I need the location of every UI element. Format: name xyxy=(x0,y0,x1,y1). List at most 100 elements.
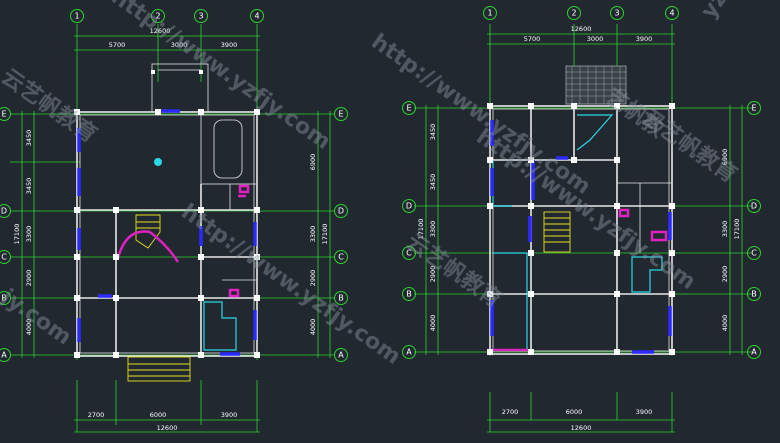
dim-left-total: 17100 xyxy=(13,224,21,245)
axis-bubble-right-b: B xyxy=(334,291,348,305)
svg-text:2: 2 xyxy=(155,12,160,21)
dim-top-3: 3900 xyxy=(221,41,238,49)
dim-bottom-2: 6000 xyxy=(150,411,167,419)
floor-plan-right: 1 2 3 4 E D C B A E D C B A 12600 5700 3… xyxy=(402,6,761,433)
axis-bubble-top-2: 2 xyxy=(151,9,165,23)
dim-left-3: 3300 xyxy=(25,226,33,243)
axis-bubble-left-d: D xyxy=(402,199,416,213)
svg-text:D: D xyxy=(1,207,7,216)
watermark-corner: jy.com xyxy=(0,284,76,351)
svg-text:B: B xyxy=(406,290,412,299)
svg-text:A: A xyxy=(338,351,344,360)
axis-bubble-right-d: D xyxy=(334,204,348,218)
dim-right-4: 4000 xyxy=(721,315,729,332)
watermark-url-lower-right: http://www.yzfjy.com xyxy=(472,124,700,294)
watermark-url-center: http://www.yzfjy.com xyxy=(177,199,405,369)
axis-bubble-top-4: 4 xyxy=(665,6,679,20)
axis-bubble-top-1: 1 xyxy=(483,6,497,20)
axis-bubble-right-a: A xyxy=(747,345,761,359)
dim-bottom-2: 6000 xyxy=(566,408,583,416)
svg-text:3: 3 xyxy=(198,12,203,21)
dim-bottom-1: 2700 xyxy=(88,411,105,419)
svg-text:3: 3 xyxy=(614,9,619,18)
svg-text:D: D xyxy=(406,202,412,211)
dim-top-2: 3000 xyxy=(171,41,188,49)
watermark-brand-center: 云艺帆教育 xyxy=(402,229,507,313)
axis-bubble-left-e: E xyxy=(0,107,11,121)
dim-top-3: 3900 xyxy=(636,35,653,43)
dim-left-3: 3300 xyxy=(429,221,437,238)
dim-left-5: 4000 xyxy=(429,315,437,332)
svg-text:E: E xyxy=(338,110,343,119)
watermarks: http://www.yzfjy.com http://www.yzfjy.co… xyxy=(0,0,751,370)
dim-left-4: 2900 xyxy=(429,266,437,283)
dim-right-1: 6900 xyxy=(309,154,317,171)
svg-text:E: E xyxy=(406,104,411,113)
axis-bubble-right-e: E xyxy=(747,101,761,115)
svg-text:B: B xyxy=(338,294,344,303)
dim-right-2: 3300 xyxy=(721,221,729,238)
dim-bottom-total: 12600 xyxy=(571,424,592,432)
svg-text:A: A xyxy=(751,348,757,357)
dim-bottom-3: 3900 xyxy=(221,411,238,419)
watermark-url-left: http://www.yzfjy.com xyxy=(107,0,335,155)
watermark-url-right: http://www.yzfjy.com xyxy=(367,29,595,199)
dim-left-5: 4000 xyxy=(25,319,33,336)
svg-text:E: E xyxy=(1,110,6,119)
svg-text:C: C xyxy=(751,249,757,258)
dim-right-total: 17100 xyxy=(321,224,329,245)
dim-top-total: 12600 xyxy=(150,27,171,35)
axis-bubble-right-c: C xyxy=(334,250,348,264)
dim-bottom-1: 2700 xyxy=(502,408,519,416)
dim-bottom-total: 12600 xyxy=(157,424,178,432)
axis-bubble-left-e: E xyxy=(402,101,416,115)
axis-bubble-left-c: C xyxy=(0,250,11,264)
axis-bubble-right-a: A xyxy=(334,348,348,362)
dim-right-3: 2900 xyxy=(309,270,317,287)
svg-text:B: B xyxy=(751,290,757,299)
svg-text:D: D xyxy=(338,207,344,216)
dim-bottom-3: 3900 xyxy=(636,408,653,416)
axis-bubble-top-1: 1 xyxy=(70,9,84,23)
axis-bubble-top-3: 3 xyxy=(194,9,208,23)
svg-text:B: B xyxy=(1,294,7,303)
dim-right-total: 17100 xyxy=(733,219,741,240)
svg-text:4: 4 xyxy=(669,9,674,18)
svg-text:A: A xyxy=(406,348,412,357)
dim-right-4: 4000 xyxy=(309,319,317,336)
axis-bubble-left-a: A xyxy=(0,348,11,362)
dim-left-2: 3450 xyxy=(429,174,437,191)
dim-left-total: 17100 xyxy=(417,219,425,240)
watermark-brand-left: 云艺帆教育 xyxy=(0,64,102,148)
svg-text:C: C xyxy=(406,249,412,258)
svg-text:C: C xyxy=(1,253,7,262)
axis-bubble-left-b: B xyxy=(402,287,416,301)
floor-plan-left: 1 2 3 4 E D C B A E D C B A 12600 5700 3… xyxy=(0,9,348,433)
svg-text:A: A xyxy=(1,351,7,360)
axis-bubble-top-4: 4 xyxy=(250,9,264,23)
axis-bubble-right-b: B xyxy=(747,287,761,301)
dim-top-1: 5700 xyxy=(524,35,541,43)
svg-text:D: D xyxy=(751,202,757,211)
axis-bubble-left-a: A xyxy=(402,345,416,359)
svg-text:C: C xyxy=(338,253,344,262)
axis-bubble-right-d: D xyxy=(747,199,761,213)
axis-bubble-left-c: C xyxy=(402,246,416,260)
axis-bubble-right-e: E xyxy=(334,107,348,121)
axis-bubble-right-c: C xyxy=(747,246,761,260)
axis-bubble-top-2: 2 xyxy=(567,6,581,20)
svg-text:1: 1 xyxy=(74,12,79,21)
dim-right-1: 6900 xyxy=(721,149,729,166)
svg-text:2: 2 xyxy=(571,9,576,18)
dim-left-1: 3450 xyxy=(429,124,437,141)
svg-text:1: 1 xyxy=(487,9,492,18)
dim-left-2: 3450 xyxy=(25,178,33,195)
axis-bubble-left-d: D xyxy=(0,204,11,218)
dim-left-1: 3450 xyxy=(25,130,33,147)
dim-top-1: 5700 xyxy=(109,41,126,49)
watermark-short: yzfjy xyxy=(696,0,750,23)
svg-text:4: 4 xyxy=(254,12,259,21)
dim-right-2: 3300 xyxy=(309,226,317,243)
axis-bubble-top-3: 3 xyxy=(610,6,624,20)
